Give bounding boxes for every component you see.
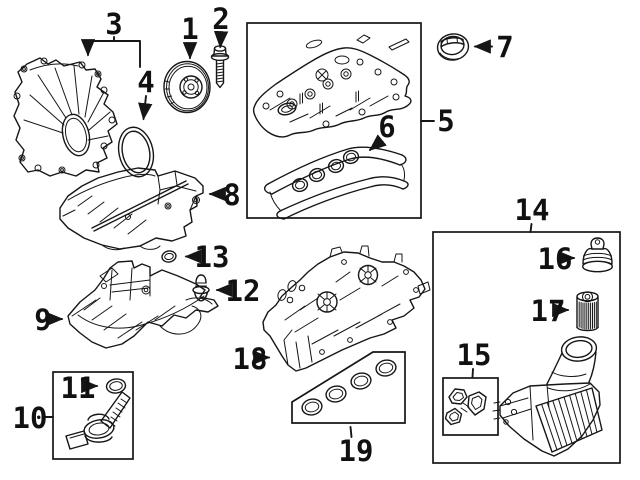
callout-13[interactable]: 13 [195, 240, 230, 274]
callout-14[interactable]: 14 [515, 193, 550, 227]
part-5-valve-cover-box [246, 22, 422, 220]
leader-3-bracket [87, 36, 141, 68]
leader-6 [368, 134, 387, 151]
part-19-gasket-box [291, 351, 406, 424]
callout-4[interactable]: 4 [137, 65, 154, 99]
callout-15[interactable]: 15 [457, 338, 492, 372]
part-10-oil-level-sensor-drawing [65, 391, 131, 450]
callout-11[interactable]: 11 [61, 371, 96, 405]
callout-6[interactable]: 6 [378, 110, 395, 144]
part-8-upper-oil-pan-drawing [59, 167, 204, 251]
part-15-gasket-box [442, 377, 499, 436]
part-13-sealing-ring-drawing [161, 250, 177, 263]
part-2-bolt-drawing [210, 45, 230, 89]
part-18-intake-manifold-drawing [262, 245, 431, 372]
leader-4 [138, 95, 153, 121]
callout-8[interactable]: 8 [223, 178, 240, 212]
leader-2 [213, 30, 229, 49]
callout-10[interactable]: 10 [13, 401, 48, 435]
callout-1[interactable]: 1 [181, 12, 198, 46]
part-9-lower-cover-drawing [67, 260, 219, 349]
part-17-oil-filter-drawing [576, 291, 599, 332]
leader-19 [349, 426, 353, 438]
callout-9[interactable]: 9 [34, 303, 51, 337]
part-3-timing-cover-drawing [13, 57, 118, 177]
callout-7[interactable]: 7 [496, 30, 513, 64]
part-1-pulley-drawing [163, 60, 211, 114]
part-7-oil-filler-cap-drawing [436, 33, 470, 61]
part-14-oil-filter-housing-drawing [492, 336, 603, 457]
callout-18[interactable]: 18 [233, 342, 268, 376]
leader-lines [44, 30, 576, 438]
callout-2[interactable]: 2 [212, 2, 229, 36]
callout-5[interactable]: 5 [437, 104, 454, 138]
callout-3[interactable]: 3 [105, 7, 122, 41]
callout-17[interactable]: 17 [531, 294, 566, 328]
callout-16[interactable]: 16 [538, 242, 573, 276]
leader-14 [529, 223, 533, 233]
part-16-filter-cap-drawing [582, 237, 614, 273]
part-11-oring-drawing [105, 378, 127, 394]
callout-labels: 1 2 3 4 5 6 7 8 9 10 11 12 13 14 15 16 1… [13, 2, 573, 468]
part-14-filter-housing-box [432, 231, 621, 464]
callout-19[interactable]: 19 [339, 434, 374, 468]
part-19-gaskets-drawing [301, 359, 397, 416]
part-6-valve-cover-gasket-drawing [263, 146, 409, 220]
part-5-valve-cover-drawing [252, 47, 412, 138]
leader-15 [471, 368, 474, 378]
part-4-seal-ring-drawing [117, 126, 155, 178]
callout-12[interactable]: 12 [226, 274, 261, 308]
